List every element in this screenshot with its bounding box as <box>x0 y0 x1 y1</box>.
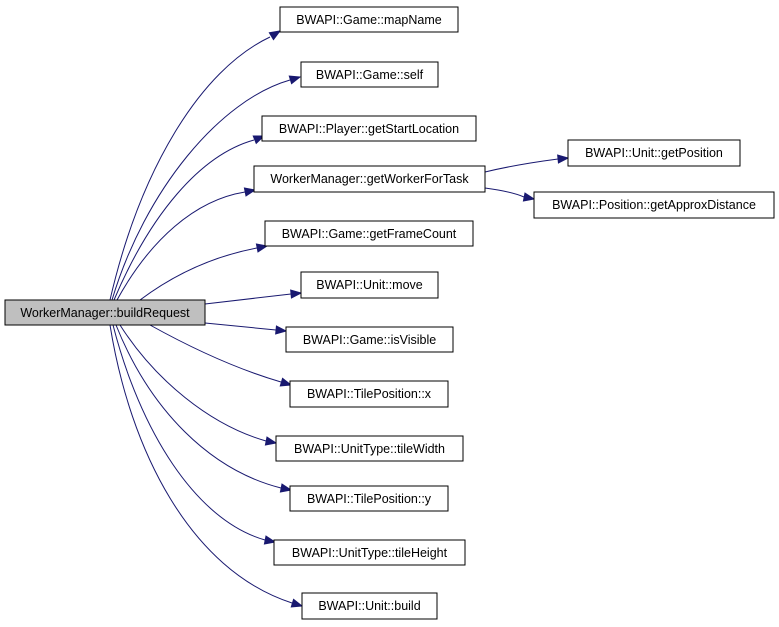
edge-getposition <box>484 158 559 173</box>
callee-label-tileposition-x: BWAPI::TilePosition::x <box>307 387 432 401</box>
callee-node-self[interactable]: BWAPI::Game::self <box>300 61 439 88</box>
edge-unit-build-arrowhead <box>290 598 304 608</box>
callee-node-tileposition-y[interactable]: BWAPI::TilePosition::y <box>289 485 449 512</box>
edge-getworkerfortask <box>116 191 246 301</box>
edge-tileposition-x-arrowhead <box>279 377 293 387</box>
root-node[interactable]: WorkerManager::buildRequest <box>4 299 206 326</box>
edge-mapname <box>109 36 271 301</box>
callee-node-tileposition-x[interactable]: BWAPI::TilePosition::x <box>289 380 449 408</box>
edge-unit-move-arrowhead <box>290 289 303 299</box>
callee-label-isvisible: BWAPI::Game::isVisible <box>303 333 436 347</box>
callee-label-getstartlocation: BWAPI::Player::getStartLocation <box>279 122 459 136</box>
edge-getframecount-arrowhead <box>255 243 269 253</box>
subcallee-node-getapproxdistance[interactable]: BWAPI::Position::getApproxDistance <box>533 191 775 219</box>
edge-getapproxdistance <box>484 187 525 198</box>
edge-getworkerfortask-arrowhead <box>243 187 257 197</box>
root-node-label: WorkerManager::buildRequest <box>20 306 190 320</box>
edge-getframecount <box>139 247 258 301</box>
edge-unit-move <box>204 293 292 305</box>
edge-tileposition-y <box>115 324 282 489</box>
edge-tileheight-arrowhead <box>263 535 277 545</box>
callee-label-tilewidth: BWAPI::UnitType::tileWidth <box>294 442 445 456</box>
callee-node-getworkerfortask[interactable]: WorkerManager::getWorkerForTask <box>253 165 486 193</box>
edge-self <box>111 79 291 301</box>
edge-tileheight <box>112 324 266 541</box>
edge-mapname-arrowhead <box>268 30 282 41</box>
callee-label-tileposition-y: BWAPI::TilePosition::y <box>307 492 432 506</box>
edge-tileposition-y-arrowhead <box>279 483 293 493</box>
edges-layer <box>109 30 570 608</box>
callee-node-unit-move[interactable]: BWAPI::Unit::move <box>300 271 439 299</box>
callee-label-unit-move: BWAPI::Unit::move <box>316 278 423 292</box>
callee-node-getframecount[interactable]: BWAPI::Game::getFrameCount <box>264 220 474 247</box>
callee-label-self: BWAPI::Game::self <box>316 68 424 82</box>
edge-self-arrowhead <box>288 75 302 85</box>
callee-node-isvisible[interactable]: BWAPI::Game::isVisible <box>285 326 454 353</box>
callee-node-getstartlocation[interactable]: BWAPI::Player::getStartLocation <box>261 115 477 142</box>
edge-isvisible-arrowhead <box>275 325 288 335</box>
edge-isvisible <box>204 322 277 331</box>
callee-node-tileheight[interactable]: BWAPI::UnitType::tileHeight <box>273 539 466 566</box>
nodes-layer: WorkerManager::buildRequest BWAPI::Game:… <box>4 6 775 620</box>
edge-unit-build <box>109 324 293 604</box>
callee-label-unit-build: BWAPI::Unit::build <box>318 599 420 613</box>
edge-getstartlocation <box>113 139 255 301</box>
edge-tilewidth <box>119 324 267 442</box>
subcallee-node-getposition[interactable]: BWAPI::Unit::getPosition <box>567 139 741 167</box>
edge-getapproxdistance-arrowhead <box>522 192 536 202</box>
callee-label-tileheight: BWAPI::UnitType::tileHeight <box>292 546 448 560</box>
callee-node-unit-build[interactable]: BWAPI::Unit::build <box>301 592 438 620</box>
subcallee-label-getposition: BWAPI::Unit::getPosition <box>585 146 723 160</box>
callee-label-getframecount: BWAPI::Game::getFrameCount <box>282 227 457 241</box>
edge-tileposition-x <box>149 324 282 383</box>
callee-node-tilewidth[interactable]: BWAPI::UnitType::tileWidth <box>275 435 464 462</box>
edge-getposition-arrowhead <box>557 154 570 164</box>
callee-label-mapname: BWAPI::Game::mapName <box>296 13 441 27</box>
callee-node-mapname[interactable]: BWAPI::Game::mapName <box>279 6 459 33</box>
edge-getstartlocation-arrowhead <box>252 135 266 145</box>
edge-tilewidth-arrowhead <box>264 436 278 446</box>
subcallee-label-getapproxdistance: BWAPI::Position::getApproxDistance <box>552 198 756 212</box>
callee-label-getworkerfortask: WorkerManager::getWorkerForTask <box>270 172 469 186</box>
